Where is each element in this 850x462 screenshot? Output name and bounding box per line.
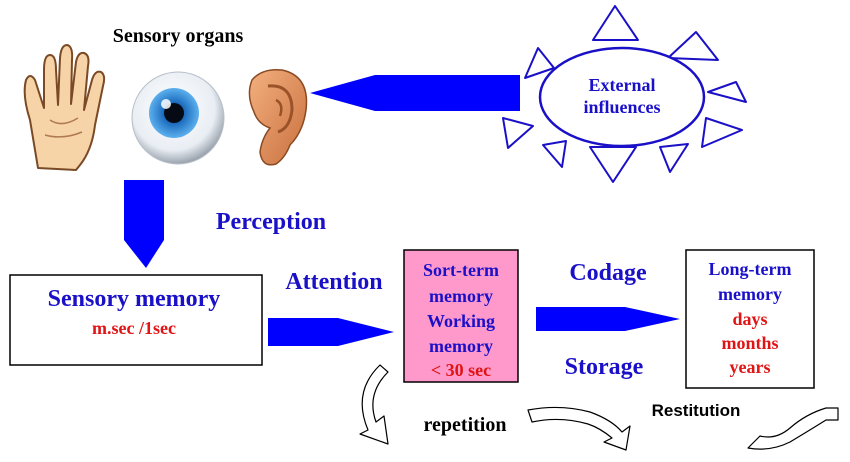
restitution-arrow — [747, 407, 839, 450]
stm-line1: Sort-term — [423, 260, 499, 280]
perception-arrow — [124, 180, 164, 268]
stm-line4: memory — [429, 336, 493, 356]
short-term-memory-box — [403, 249, 519, 383]
stm-line2: memory — [429, 286, 493, 306]
influence-arrow — [310, 75, 520, 111]
long-term-memory-box — [685, 249, 815, 389]
hand-icon — [23, 44, 106, 171]
external-influences-line2: influences — [583, 97, 660, 117]
sensory-memory-title: Sensory memory — [48, 286, 221, 312]
restitution-label: Restitution — [652, 401, 741, 420]
repetition-label: repetition — [424, 414, 507, 436]
repetition-loop-arrow — [359, 364, 389, 445]
perception-label: Perception — [216, 209, 326, 235]
ltm-line2: memory — [718, 284, 782, 304]
sensory-organs-title: Sensory organs — [113, 25, 244, 47]
sensory-memory-box — [9, 274, 263, 366]
attention-arrow — [268, 318, 394, 346]
stm-duration: < 30 sec — [431, 360, 491, 380]
ear-icon — [248, 68, 308, 166]
sensory-memory-duration: m.sec /1sec — [92, 318, 176, 338]
codage-arrow — [536, 307, 680, 331]
ltm-duration1: days — [732, 309, 767, 329]
codage-label: Codage — [569, 260, 647, 286]
sun-icon — [502, 5, 747, 183]
storage-label: Storage — [565, 354, 644, 380]
ltm-duration2: months — [721, 333, 778, 353]
repetition-return-arrow — [527, 406, 631, 451]
attention-label: Attention — [285, 269, 382, 295]
ltm-duration3: years — [730, 357, 771, 377]
eye-icon — [131, 71, 225, 165]
external-influences-line1: External — [589, 75, 656, 95]
stm-line3: Working — [427, 311, 495, 331]
ltm-line1: Long-term — [709, 259, 792, 279]
